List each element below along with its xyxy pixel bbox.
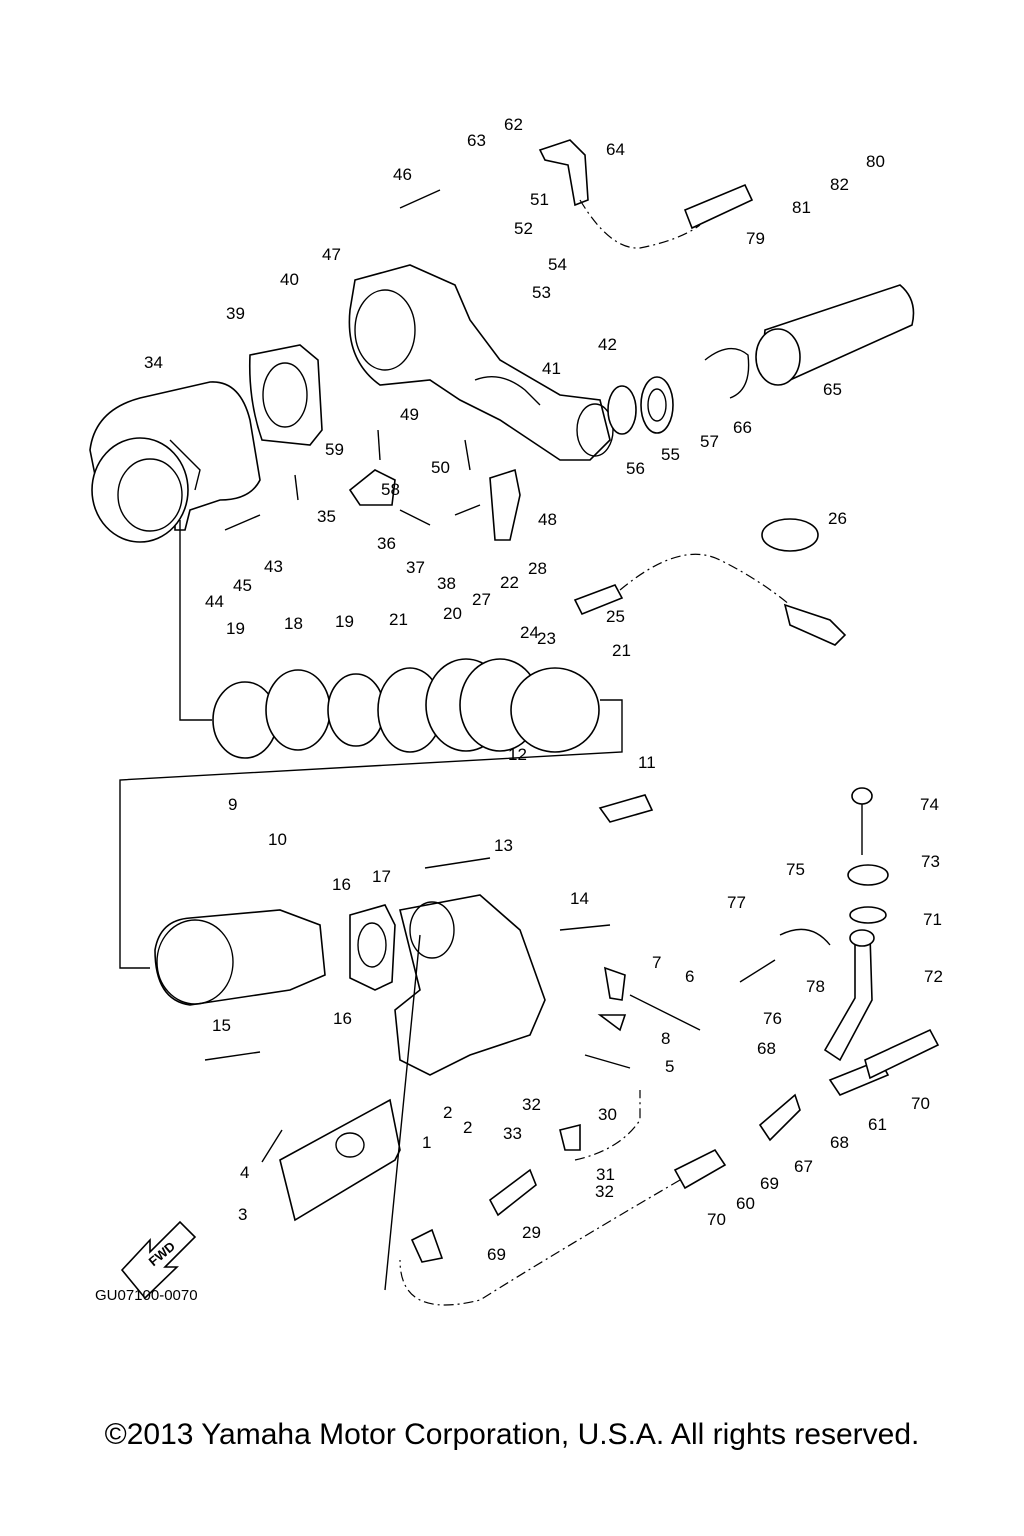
part-callout-74: 74: [920, 795, 939, 814]
part-callout-68: 68: [757, 1039, 776, 1058]
part-callout-32: 32: [522, 1095, 541, 1114]
part-callout-35: 35: [317, 507, 336, 526]
part-callout-64: 64: [606, 140, 625, 159]
part-callout-27: 27: [472, 590, 491, 609]
part-callout-10: 10: [268, 830, 287, 849]
part-callout-66: 66: [733, 418, 752, 437]
part-callout-21: 21: [612, 641, 631, 660]
part-callout-39: 39: [226, 304, 245, 323]
part-callout-63: 63: [467, 131, 486, 150]
copyright-notice: ©2013 Yamaha Motor Corporation, U.S.A. A…: [104, 1418, 920, 1451]
part-callout-13: 13: [494, 836, 513, 855]
part-callout-25: 25: [606, 607, 625, 626]
part-callout-16: 16: [332, 875, 351, 894]
part-callout-26: 26: [828, 509, 847, 528]
part-callout-30: 30: [598, 1105, 617, 1124]
part-callout-50: 50: [431, 458, 450, 477]
part-callout-77: 77: [727, 893, 746, 912]
part-callout-23: 23: [537, 629, 556, 648]
part-callout-60: 60: [736, 1194, 755, 1213]
part-callout-2: 2: [443, 1103, 452, 1122]
part-callout-70: 70: [911, 1094, 930, 1113]
part-callout-9: 9: [228, 795, 237, 814]
part-callout-11: 11: [638, 753, 656, 772]
part-callout-8: 8: [661, 1029, 670, 1048]
part-callout-81: 81: [792, 198, 811, 217]
part-callout-78: 78: [806, 977, 825, 996]
part-callout-15: 15: [212, 1016, 231, 1035]
part-callout-17: 17: [372, 867, 391, 886]
part-callout-36: 36: [377, 534, 396, 553]
part-callout-45: 45: [233, 576, 252, 595]
part-callout-49: 49: [400, 405, 419, 424]
part-callout-61: 61: [868, 1115, 887, 1134]
part-callout-38: 38: [437, 574, 456, 593]
part-callout-56: 56: [626, 459, 645, 478]
part-callout-42: 42: [598, 335, 617, 354]
part-callout-33: 33: [503, 1124, 522, 1143]
part-callout-16: 16: [333, 1009, 352, 1028]
part-callout-1: 1: [422, 1133, 431, 1152]
part-callout-53: 53: [532, 283, 551, 302]
part-callout-79: 79: [746, 229, 765, 248]
part-callout-69: 69: [760, 1174, 779, 1193]
part-callout-73: 73: [921, 852, 940, 871]
part-callout-47: 47: [322, 245, 341, 264]
part-callout-31: 31: [596, 1165, 615, 1184]
part-callout-82: 82: [830, 175, 849, 194]
part-callout-65: 65: [823, 380, 842, 399]
part-callout-72: 72: [924, 967, 943, 986]
part-callout-54: 54: [548, 255, 567, 274]
part-callout-68: 68: [830, 1133, 849, 1152]
part-callout-14: 14: [570, 889, 589, 908]
part-callout-19: 19: [335, 612, 354, 631]
part-callout-24: 24: [520, 623, 539, 642]
part-callout-20: 20: [443, 604, 462, 623]
part-callout-32: 32: [595, 1182, 614, 1201]
part-callout-19: 19: [226, 619, 245, 638]
part-callout-75: 75: [786, 860, 805, 879]
part-callout-3: 3: [238, 1205, 247, 1224]
part-callout-48: 48: [538, 510, 557, 529]
part-callout-2: 2: [463, 1118, 472, 1137]
part-callout-44: 44: [205, 592, 224, 611]
part-callout-59: 59: [325, 440, 344, 459]
part-callout-7: 7: [652, 953, 661, 972]
part-callout-28: 28: [528, 559, 547, 578]
part-callout-29: 29: [522, 1223, 541, 1242]
part-callout-57: 57: [700, 432, 719, 451]
part-callout-41: 41: [542, 359, 561, 378]
part-callout-12: 12: [508, 745, 527, 764]
part-callout-62: 62: [504, 115, 523, 134]
part-callout-76: 76: [763, 1009, 782, 1028]
part-callout-6: 6: [685, 967, 694, 986]
part-callout-22: 22: [500, 573, 519, 592]
part-callout-67: 67: [794, 1157, 813, 1176]
part-callout-55: 55: [661, 445, 680, 464]
upper-assembly-drawing: [89, 139, 915, 969]
part-callout-69: 69: [487, 1245, 506, 1264]
part-callout-58: 58: [381, 480, 400, 499]
part-callout-40: 40: [280, 270, 299, 289]
part-callout-46: 46: [393, 165, 412, 184]
part-callout-51: 51: [530, 190, 549, 209]
part-callout-70: 70: [707, 1210, 726, 1229]
lower-assembly-drawing: [120, 787, 940, 1306]
part-callout-5: 5: [665, 1057, 674, 1076]
part-callout-21: 21: [389, 610, 408, 629]
part-callout-4: 4: [240, 1163, 249, 1182]
part-callout-52: 52: [514, 219, 533, 238]
part-callout-34: 34: [144, 353, 163, 372]
part-callout-71: 71: [923, 910, 942, 929]
diagram-code: GU07100-0070: [95, 1287, 198, 1304]
part-callout-43: 43: [264, 557, 283, 576]
part-callout-18: 18: [284, 614, 303, 633]
part-callout-80: 80: [866, 152, 885, 171]
part-callout-37: 37: [406, 558, 425, 577]
